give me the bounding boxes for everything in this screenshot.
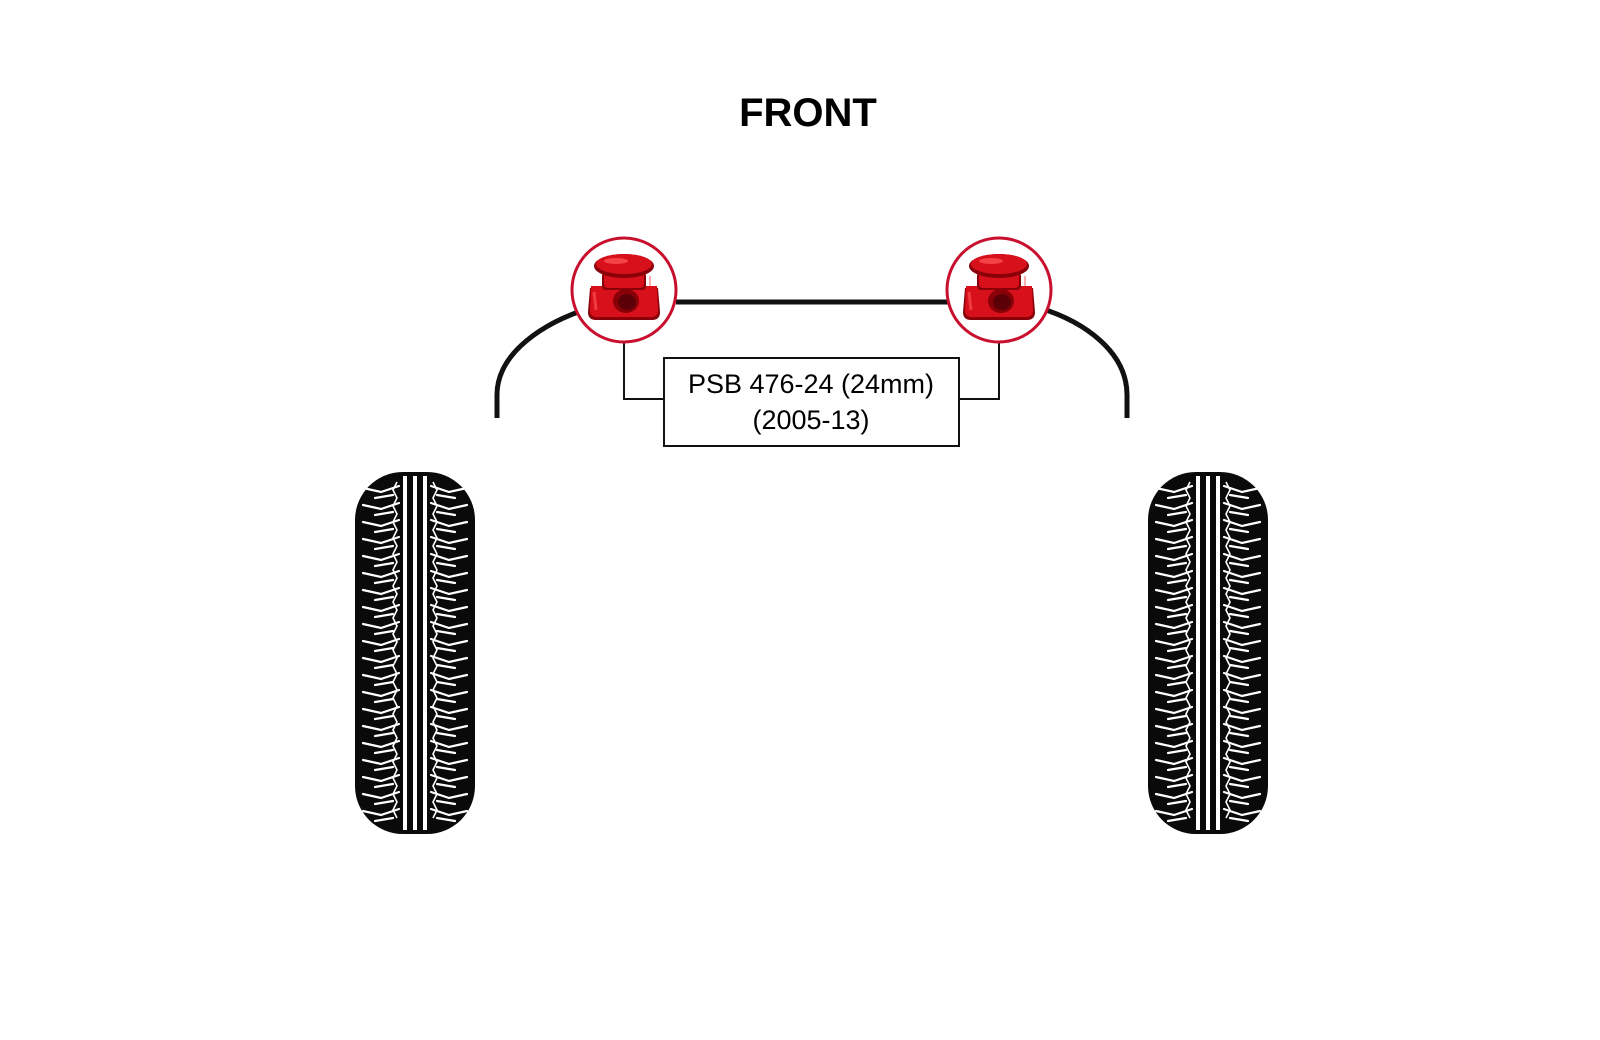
tyre-front-left <box>355 472 475 834</box>
tyre-icon <box>355 472 475 834</box>
leader-lines <box>623 342 1000 400</box>
polyurethane-bush-icon <box>588 254 660 320</box>
tyre-front-right <box>1148 472 1268 834</box>
part-number-text: PSB 476-24 (24mm) <box>688 369 934 399</box>
anti-roll-bar-left-arm <box>494 305 591 418</box>
bush-callout-left[interactable] <box>570 236 678 344</box>
bush-callout-right[interactable] <box>945 236 1053 344</box>
part-year-range-text: (2005-13) <box>752 405 869 435</box>
anti-roll-bar <box>494 299 1130 418</box>
part-number-label: PSB 476-24 (24mm) (2005-13) <box>663 357 960 447</box>
diagram-heading: FRONT <box>739 91 877 135</box>
polyurethane-bush-icon <box>963 254 1035 320</box>
part-number-label-box <box>663 357 960 447</box>
tyre-icon <box>1148 472 1268 834</box>
leader-line-left <box>623 342 665 400</box>
leader-line-right <box>959 342 1000 400</box>
anti-roll-bar-right-arm <box>1039 305 1130 418</box>
